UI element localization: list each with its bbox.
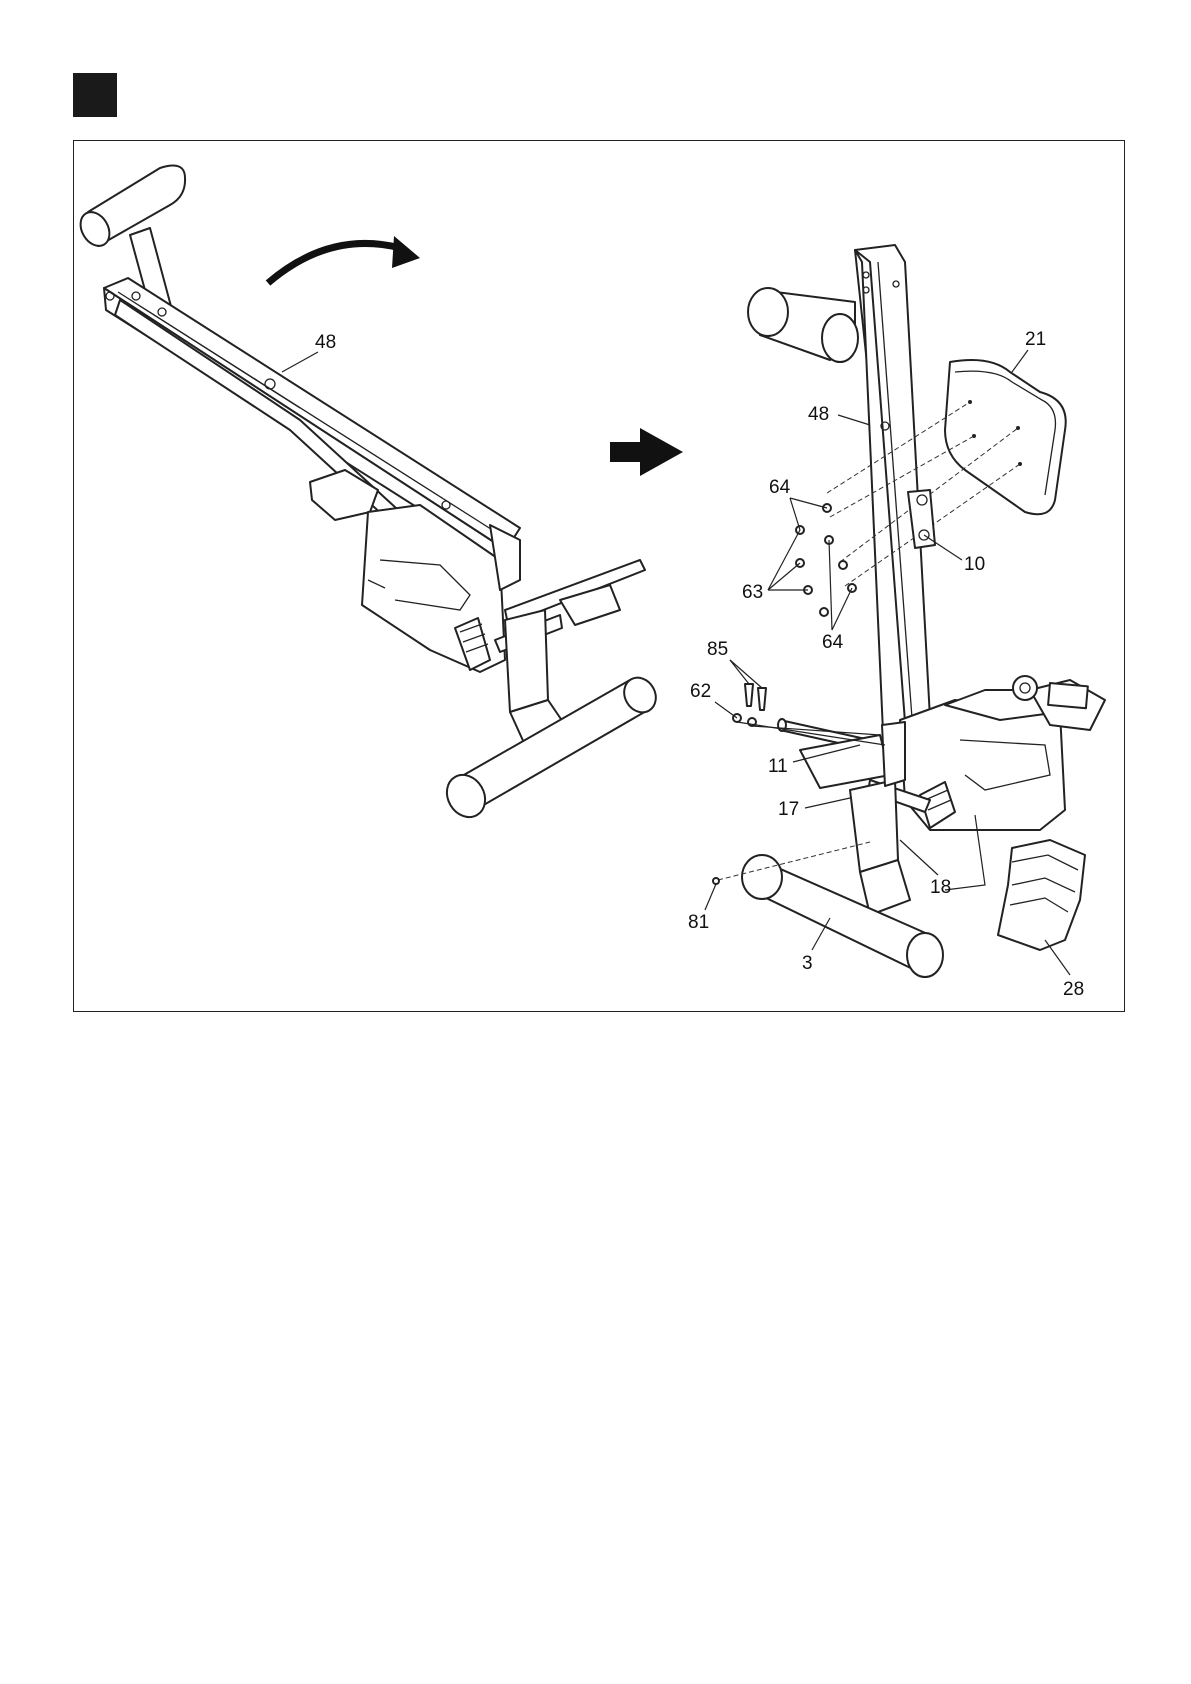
right-arrow-icon xyxy=(610,428,683,476)
seat-part-21 xyxy=(945,360,1066,514)
label-48-right: 48 xyxy=(808,404,829,425)
right-handle-cylinder xyxy=(748,288,858,362)
label-10: 10 xyxy=(964,554,985,575)
bolts-63 xyxy=(796,526,828,616)
screws-85 xyxy=(745,684,766,710)
left-rear-stabilizer xyxy=(439,672,662,824)
label-81: 81 xyxy=(688,912,709,933)
washers-64 xyxy=(823,504,856,592)
right-rower-assembly: 21 48 64 10 63 64 85 62 11 17 18 81 3 28 xyxy=(688,245,1105,1000)
label-85: 85 xyxy=(707,639,728,660)
label-62: 62 xyxy=(690,681,711,702)
left-rower-assembly: 48 xyxy=(75,166,662,825)
label-21: 21 xyxy=(1025,329,1046,350)
label-3: 3 xyxy=(802,953,813,974)
label-17: 17 xyxy=(778,799,799,820)
label-18: 18 xyxy=(930,877,951,898)
label-64-top: 64 xyxy=(769,477,791,498)
label-48-left: 48 xyxy=(315,332,336,353)
stabilizer-part-3 xyxy=(742,855,943,977)
label-64-bottom: 64 xyxy=(822,632,844,653)
label-63: 63 xyxy=(742,582,763,603)
curved-arrow-icon xyxy=(268,236,420,283)
cover-part-28 xyxy=(998,840,1085,950)
label-11: 11 xyxy=(768,756,788,777)
left-rail xyxy=(104,278,520,560)
right-rail xyxy=(855,245,930,732)
label-28: 28 xyxy=(1063,979,1084,1000)
